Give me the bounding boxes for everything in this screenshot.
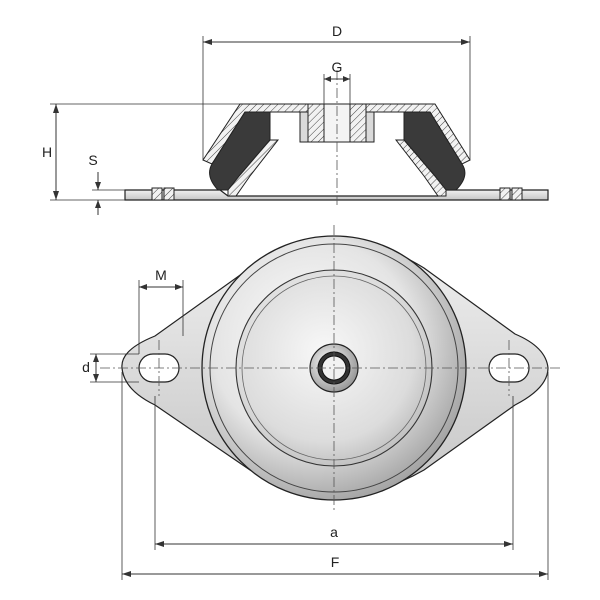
label-H: H xyxy=(42,144,52,160)
dimension-G: G xyxy=(323,59,351,104)
plan-view xyxy=(100,225,560,510)
label-D: D xyxy=(332,23,342,39)
dimension-d: d xyxy=(82,353,139,383)
base-flange xyxy=(124,189,549,201)
dimension-S: S xyxy=(88,152,125,215)
rubber-right xyxy=(403,111,466,191)
inner-leg-right xyxy=(394,139,447,197)
section-view xyxy=(124,70,549,205)
dimension-D: D xyxy=(202,23,471,160)
dimension-a: a xyxy=(154,396,514,550)
label-G: G xyxy=(332,59,343,75)
label-d: d xyxy=(82,359,90,375)
rubber-left xyxy=(209,111,271,191)
dimension-M: M xyxy=(138,267,184,354)
dimension-H: H xyxy=(42,103,240,201)
inner-leg-left xyxy=(227,139,280,197)
dimension-F: F xyxy=(121,372,549,580)
label-S: S xyxy=(88,152,97,168)
flange-holes-section xyxy=(151,187,523,201)
label-F: F xyxy=(331,554,340,570)
label-a: a xyxy=(330,524,338,540)
label-M: M xyxy=(155,267,167,283)
